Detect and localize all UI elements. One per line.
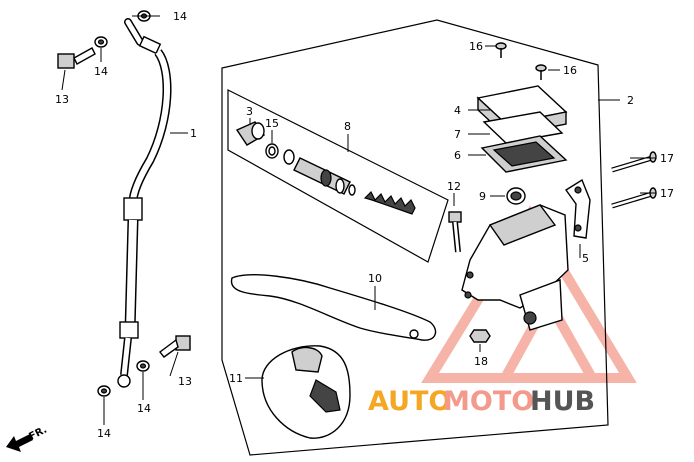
front-direction-label: FR. [27, 424, 48, 442]
callout-5: 5 [582, 252, 589, 265]
callout-7: 7 [454, 128, 461, 141]
cover-11 [261, 345, 351, 439]
piston-kit-box [227, 89, 449, 263]
callout-6: 6 [454, 149, 461, 162]
washer-14-lower [136, 360, 150, 372]
callout-8: 8 [344, 120, 351, 133]
piston-8 [283, 149, 356, 196]
callout-14-bottom: 14 [97, 427, 111, 440]
callout-14-lower: 14 [137, 402, 151, 415]
banjo-bolt-13-top [57, 47, 96, 69]
callout-11: 11 [229, 372, 243, 385]
bolt-17-a [611, 151, 657, 173]
watermark-auto: AUTO [368, 386, 451, 417]
seal-9 [506, 187, 526, 205]
callout-13-top: 13 [55, 93, 69, 106]
banjo-bolt-13-bottom [159, 335, 191, 358]
callout-16-a: 16 [469, 40, 483, 53]
callout-12: 12 [447, 180, 461, 193]
callout-1: 1 [190, 127, 197, 140]
watermark-hub: HUB [530, 386, 595, 417]
callout-18: 18 [474, 355, 488, 368]
master-cylinder-body [461, 204, 569, 331]
callout-16-b: 16 [563, 64, 577, 77]
brake-hose [117, 18, 172, 388]
callout-14-mid: 14 [94, 65, 108, 78]
washer-14-mid [94, 36, 108, 48]
pivot-bolt-12 [448, 211, 462, 253]
leader-lines [61, 15, 656, 425]
boot-3 [235, 121, 266, 146]
callout-13-bottom: 13 [178, 375, 192, 388]
diaphragm-6 [480, 135, 568, 173]
washer-14-bottom [97, 385, 111, 397]
callout-3: 3 [246, 105, 253, 118]
callout-10: 10 [368, 272, 382, 285]
callout-2: 2 [627, 94, 634, 107]
brake-lever-10 [230, 274, 437, 341]
plate-7 [482, 111, 564, 144]
callout-17-a: 17 [660, 152, 674, 165]
callout-17-b: 17 [660, 187, 674, 200]
callout-9: 9 [479, 190, 486, 203]
front-direction-arrow: FR. [6, 424, 49, 452]
bolt-17-b [611, 187, 657, 209]
watermark-moto: MOTO [443, 386, 534, 417]
screw-16-a [495, 42, 507, 58]
screw-16-b [535, 64, 547, 80]
callout-15: 15 [265, 117, 279, 130]
nut-18 [469, 329, 491, 343]
holder-5 [564, 178, 591, 239]
callout-4: 4 [454, 104, 461, 117]
spring-8 [363, 190, 416, 215]
watermark-logo: AUTO MOTO HUB [368, 386, 595, 417]
assembly-outline [221, 19, 609, 456]
circlip-15 [265, 143, 279, 159]
callout-14-top: 14 [173, 10, 187, 23]
